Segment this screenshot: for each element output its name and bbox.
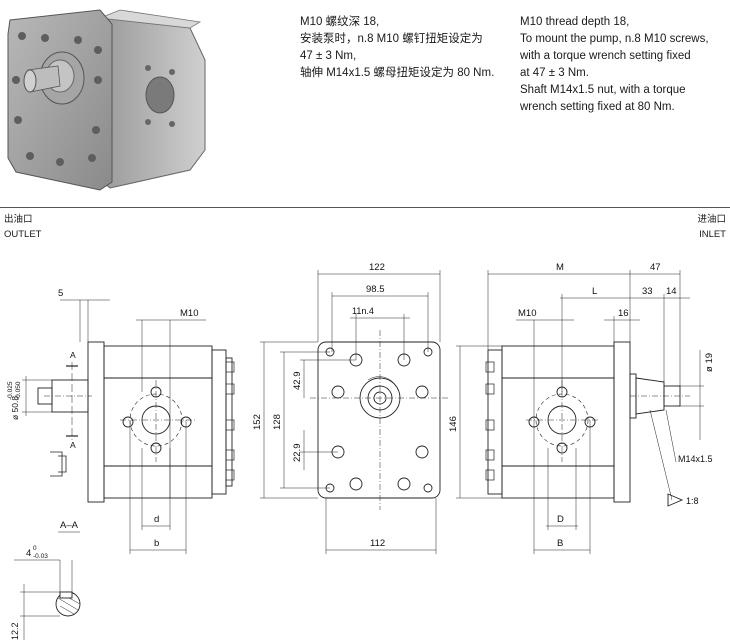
pump-isometric-image (7, 9, 206, 191)
dim-thread: M14x1.5 (678, 454, 713, 464)
dim-shaft-diameter: ø 50.8 (10, 396, 20, 420)
dim-d: d (154, 514, 159, 525)
dim-42-9: 42.9 (292, 372, 303, 391)
dim-key-width: 4 (26, 548, 31, 559)
right-side-view (456, 270, 704, 554)
inlet-label-en: INLET (699, 229, 726, 240)
dim-shaft-tol-lower: -0.050 (15, 381, 22, 400)
inlet-label-cn: 进油口 (697, 214, 726, 225)
dim-22-9: 22.9 (292, 444, 303, 463)
dim-b: b (154, 538, 159, 549)
note-line: To mount the pump, n.8 M10 screws, (520, 33, 709, 45)
dim-L: L (592, 286, 597, 297)
note-line: at 47 ± 3 Nm. (520, 67, 589, 79)
dim-98-5: 98.5 (366, 284, 385, 295)
note-line: 轴伸 M14x1.5 螺母扭矩设定为 80 Nm. (300, 67, 495, 79)
dim-D: D (557, 514, 564, 525)
note-line: 安装泵时，n.8 M10 螺钉扭矩设定为 (300, 33, 483, 45)
dim-33: 33 (642, 286, 653, 297)
note-line: 47 ± 3 Nm, (300, 50, 357, 62)
left-side-view (22, 299, 235, 554)
dim-shaft-tol-upper: -0.025 (7, 381, 14, 400)
dim-47: 47 (650, 262, 661, 273)
inlet-label: 进油口 INLET (697, 212, 726, 242)
dim-taper: 1:8 (686, 496, 699, 506)
dim-11n4: 11n.4 (352, 306, 374, 316)
dim-key-height: 12.2 (10, 622, 20, 640)
dim-m10-right: M10 (518, 308, 536, 319)
dim-128: 128 (272, 414, 283, 430)
dim-16: 16 (618, 308, 629, 319)
section-a-a (14, 531, 81, 640)
dim-key-tol-upper: 0 (33, 545, 37, 552)
dim-key-tol-lower: -0.03 (33, 553, 48, 560)
note-line: M10 螺纹深 18, (300, 16, 380, 28)
outlet-label: 出油口 OUTLET (4, 212, 41, 242)
outlet-label-cn: 出油口 (4, 214, 33, 225)
note-line: with a torque wrench setting fixed (520, 50, 691, 62)
notes-chinese: M10 螺纹深 18, 安装泵时，n.8 M10 螺钉扭矩设定为 47 ± 3 … (300, 14, 494, 82)
dim-112: 112 (370, 538, 385, 549)
note-line: wrench setting fixed at 80 Nm. (520, 101, 675, 113)
note-line: Shaft M14x1.5 nut, with a torque (520, 84, 686, 96)
divider-line (0, 207, 730, 208)
dim-m10-left: M10 (180, 308, 198, 319)
dim-146: 146 (448, 416, 459, 432)
outlet-label-en: OUTLET (4, 229, 42, 240)
dim-5: 5 (58, 288, 63, 299)
section-marker-top: A (70, 350, 76, 360)
front-view (260, 270, 448, 554)
dim-shaft-19: ø 19 (704, 353, 715, 372)
section-marker-bottom: A (70, 440, 76, 450)
dim-14: 14 (666, 286, 677, 297)
dim-B: B (557, 538, 563, 549)
section-title: A–A (60, 520, 79, 531)
notes-english: M10 thread depth 18, To mount the pump, … (520, 14, 709, 116)
dim-152: 152 (252, 414, 263, 430)
dim-122: 122 (369, 262, 385, 273)
dim-M: M (556, 262, 564, 273)
note-line: M10 thread depth 18, (520, 16, 630, 28)
